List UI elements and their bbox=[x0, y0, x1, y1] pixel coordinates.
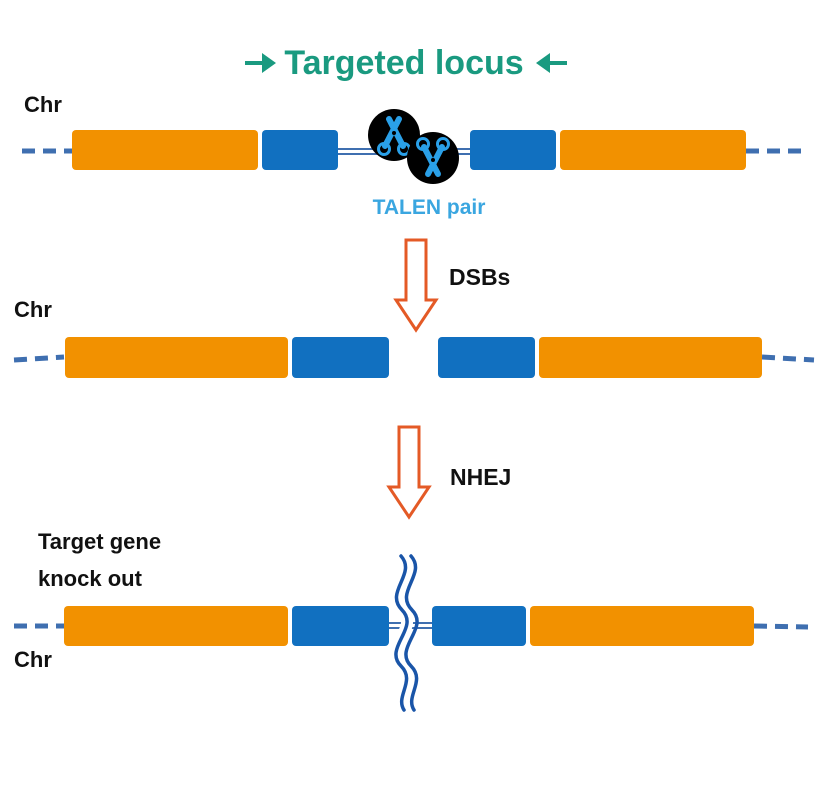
exon-blue bbox=[438, 337, 535, 378]
chromosome-dash-right bbox=[761, 354, 815, 363]
title-group: Targeted locus bbox=[245, 44, 567, 82]
page-title: Targeted locus bbox=[284, 44, 523, 82]
exon-orange bbox=[539, 337, 762, 378]
down-arrow-icon bbox=[393, 238, 439, 333]
double-wavy-break-icon bbox=[389, 550, 419, 716]
talen-pair-label: TALEN pair bbox=[373, 196, 486, 219]
arrow-left-icon bbox=[536, 53, 567, 73]
scissors-icon bbox=[407, 132, 459, 184]
exon-orange bbox=[72, 130, 258, 170]
arrow-nhej: NHEJ bbox=[386, 425, 511, 520]
exon-blue bbox=[262, 130, 338, 170]
exon-blue bbox=[470, 130, 556, 170]
chr-label: Chr bbox=[14, 647, 52, 672]
chr-label: Chr bbox=[14, 297, 52, 322]
stage-2-chromosome: Chr bbox=[13, 297, 815, 378]
down-arrow-icon bbox=[386, 425, 432, 520]
stage-1-chromosome: Chr TALEN pair bbox=[22, 92, 808, 219]
chr-label: Chr bbox=[24, 92, 62, 117]
chromosome-dash-left bbox=[13, 354, 65, 363]
dsbs-label: DSBs bbox=[449, 264, 510, 290]
arrow-dsbs: DSBs bbox=[393, 238, 510, 333]
nhej-label: NHEJ bbox=[450, 464, 511, 490]
exon-orange bbox=[560, 130, 746, 170]
exon-orange bbox=[530, 606, 754, 646]
exon-blue bbox=[432, 606, 526, 646]
exon-orange bbox=[64, 606, 288, 646]
arrow-right-icon bbox=[245, 53, 276, 73]
chromosome-dash-right bbox=[753, 623, 809, 630]
stage-3-chromosome: Target gene knock out Chr bbox=[14, 529, 809, 716]
exon-orange bbox=[65, 337, 288, 378]
exon-blue bbox=[292, 337, 389, 378]
exon-blue bbox=[292, 606, 389, 646]
outcome-label-line1: Target gene bbox=[38, 529, 161, 554]
outcome-label-line2: knock out bbox=[38, 566, 143, 591]
